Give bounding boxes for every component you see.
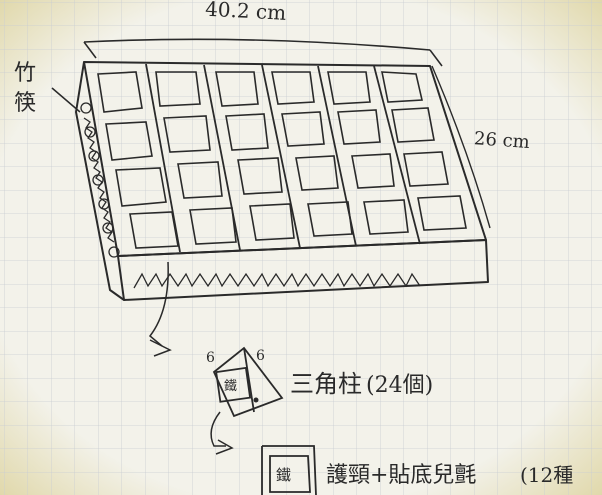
compartment xyxy=(403,151,449,187)
compartment xyxy=(281,111,325,147)
depth-label: 26 cm xyxy=(473,128,530,153)
compartment xyxy=(225,113,269,151)
part-1-name: 三角柱 xyxy=(290,370,362,398)
compartment xyxy=(155,71,201,107)
compartment-grid xyxy=(97,71,467,249)
callout-arrowhead-2 xyxy=(215,439,234,455)
compartment xyxy=(351,153,395,189)
pad-icon-text: 鐵 xyxy=(276,466,291,484)
compartment xyxy=(271,71,315,105)
callout-arrowhead-1 xyxy=(149,339,172,357)
side-coils xyxy=(80,102,120,258)
width-dimension xyxy=(83,38,443,67)
side-label-1: 竹 xyxy=(14,61,36,86)
callout-arrow-1 xyxy=(148,261,169,347)
compartment xyxy=(363,199,409,235)
side-label-2: 筷 xyxy=(14,91,36,116)
compartment xyxy=(381,71,423,103)
compartment xyxy=(295,155,339,191)
corner-mark-1: 6 xyxy=(206,350,215,366)
prism-icon-text: 鐵 xyxy=(224,378,237,394)
compartment xyxy=(115,167,167,207)
side-label-arrow xyxy=(51,87,81,113)
compartment xyxy=(215,71,259,107)
compartment xyxy=(129,211,179,249)
part-2-name: 護頸+貼底兒氈 xyxy=(326,463,476,488)
front-zigzag xyxy=(133,272,421,289)
depth-bracket xyxy=(431,65,491,229)
triangle-prism-drawing xyxy=(212,346,284,418)
neck-pad-drawing xyxy=(261,445,317,495)
compartment xyxy=(177,161,223,199)
compartment xyxy=(327,71,371,105)
corner-mark-2: 6 xyxy=(256,348,265,364)
compartment xyxy=(237,157,283,195)
tray-outline xyxy=(75,61,489,301)
width-label: 40.2 cm xyxy=(205,0,287,25)
compartment xyxy=(105,121,153,161)
compartment xyxy=(337,109,381,145)
callout-arrow-2 xyxy=(210,411,226,447)
part-1-qty: (24個) xyxy=(366,373,433,398)
compartment xyxy=(163,115,211,153)
compartment xyxy=(249,203,295,241)
part-2-qty: (12種 xyxy=(520,463,573,487)
compartment xyxy=(97,71,143,113)
compartment xyxy=(417,195,467,231)
prism-dot xyxy=(253,397,259,403)
compartment xyxy=(307,201,353,237)
compartment xyxy=(189,207,237,245)
compartment xyxy=(391,107,435,143)
